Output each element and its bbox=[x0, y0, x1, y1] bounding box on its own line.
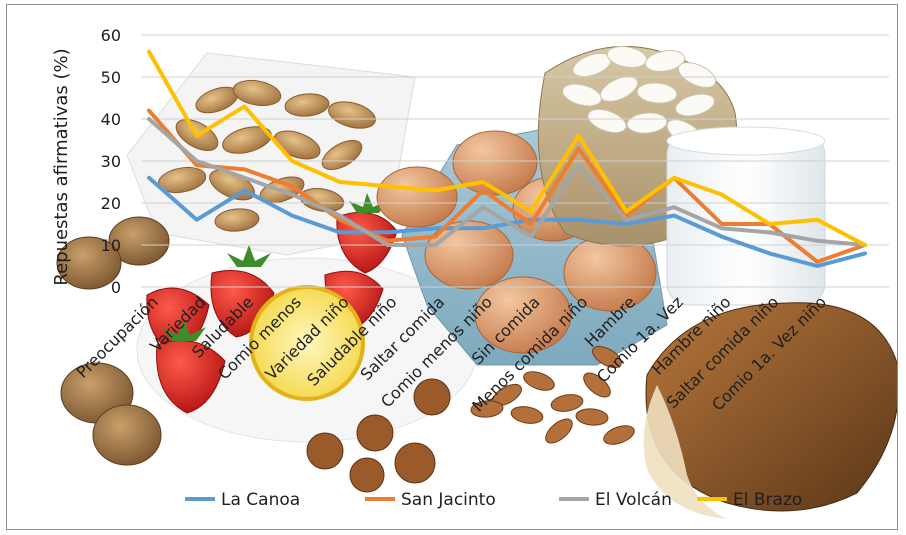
series-line-4 bbox=[147, 49, 867, 247]
y-tick-label: 20 bbox=[101, 194, 121, 213]
legend-label: La Canoa bbox=[221, 490, 300, 510]
y-tick-label: 40 bbox=[101, 110, 121, 129]
legend-label: El Volcán bbox=[595, 490, 672, 510]
peanuts bbox=[157, 79, 376, 232]
bread-crumb bbox=[643, 385, 727, 519]
y-axis-label: Repuestas afirmativas (%) bbox=[51, 48, 72, 285]
legend-label: El Brazo bbox=[733, 490, 802, 510]
walnuts bbox=[56, 216, 170, 466]
y-axis: 0 10 20 30 40 50 60 bbox=[101, 26, 121, 297]
hazelnuts bbox=[306, 378, 451, 493]
series-line-2 bbox=[147, 108, 867, 264]
milk-surface bbox=[666, 126, 826, 156]
almonds bbox=[470, 345, 635, 445]
y-tick-label: 30 bbox=[101, 152, 121, 171]
food-photo-background bbox=[56, 45, 897, 519]
y-tick-label: 10 bbox=[101, 236, 121, 255]
y-tick-label: 0 bbox=[111, 278, 121, 297]
white-beans bbox=[562, 46, 717, 147]
bread bbox=[645, 302, 897, 512]
series-line-3 bbox=[147, 117, 867, 247]
legend-label: San Jacinto bbox=[401, 490, 496, 510]
milk-glass bbox=[666, 132, 826, 306]
y-tick-label: 60 bbox=[101, 26, 121, 45]
legend: La Canoa San Jacinto El Volcán El Brazo bbox=[185, 490, 802, 510]
series-lines bbox=[147, 49, 867, 268]
y-tick-label: 50 bbox=[101, 68, 121, 87]
